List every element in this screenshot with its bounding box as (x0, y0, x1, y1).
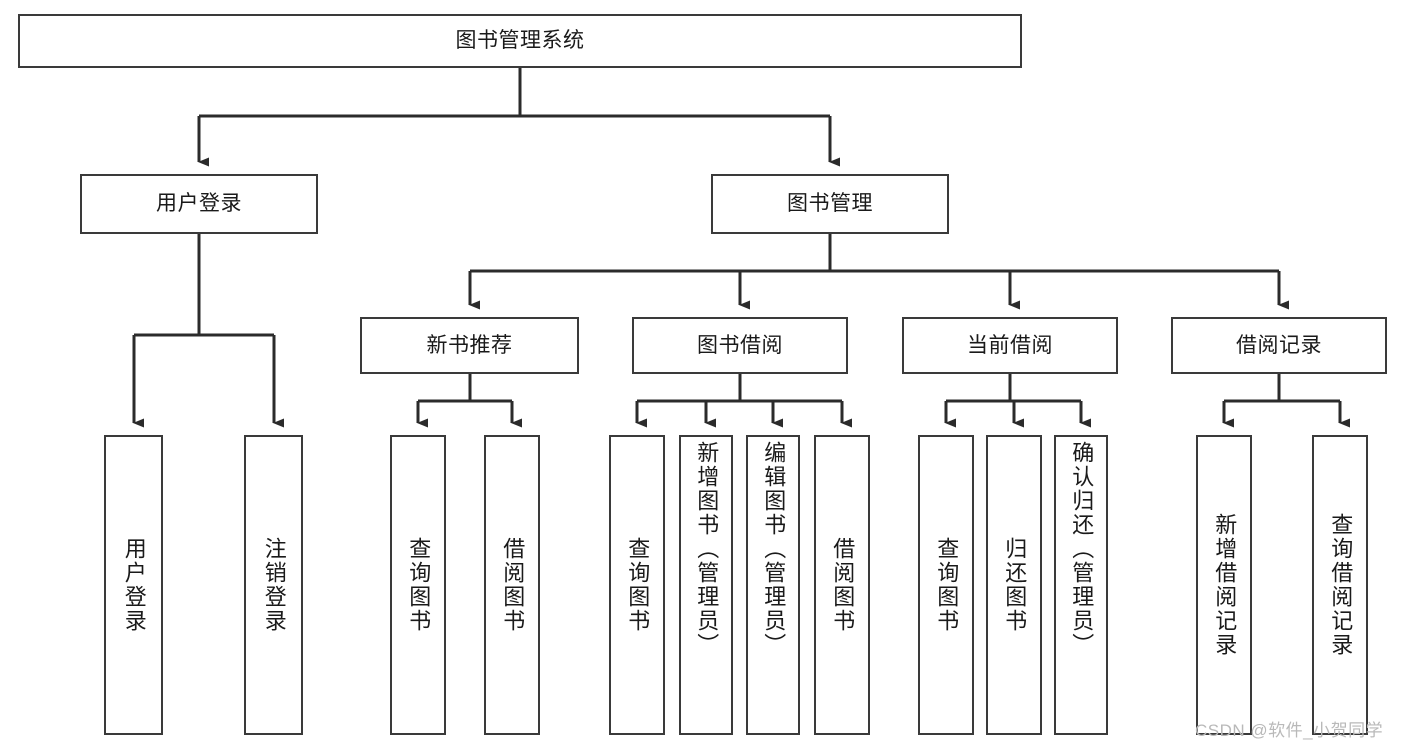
node-leaf-book-add[interactable]: 新增图书（管理员） (679, 435, 733, 735)
node-leaf-rec-query[interactable]: 查询图书 (390, 435, 446, 735)
node-label: 借阅图书 (830, 537, 856, 633)
node-label: 借阅记录 (1236, 333, 1322, 357)
node-leaf-return-book[interactable]: 归还图书 (986, 435, 1042, 735)
node-label: 借阅图书 (500, 537, 526, 633)
node-user-login[interactable]: 用户登录 (80, 174, 318, 234)
node-label: 图书借阅 (697, 333, 783, 357)
node-label: 当前借阅 (967, 333, 1053, 357)
node-label: 注销登录 (261, 537, 287, 633)
node-label: 图书管理系统 (455, 29, 585, 53)
node-label: 新增借阅记录 (1212, 513, 1238, 657)
node-leaf-borrow-query[interactable]: 查询图书 (609, 435, 665, 735)
node-leaf-record-query[interactable]: 查询借阅记录 (1312, 435, 1368, 735)
node-label: 查询图书 (934, 537, 960, 633)
node-label: 编辑图书（管理员） (761, 441, 787, 657)
node-current-borrow[interactable]: 当前借阅 (902, 317, 1118, 374)
node-book-manage[interactable]: 图书管理 (711, 174, 949, 234)
node-label: 图书管理 (787, 192, 873, 216)
watermark-text: CSDN @软件_小贺同学 (1195, 721, 1384, 740)
node-label: 查询图书 (406, 537, 432, 633)
node-leaf-confirm-return[interactable]: 确认归还（管理员） (1054, 435, 1108, 735)
node-label: 查询借阅记录 (1328, 513, 1354, 657)
node-book-borrow[interactable]: 图书借阅 (632, 317, 848, 374)
node-borrow-record[interactable]: 借阅记录 (1171, 317, 1387, 374)
node-root[interactable]: 图书管理系统 (18, 14, 1022, 68)
node-leaf-book-edit[interactable]: 编辑图书（管理员） (746, 435, 800, 735)
node-leaf-borrow-book[interactable]: 借阅图书 (814, 435, 870, 735)
node-label: 用户登录 (121, 537, 147, 633)
node-label: 用户登录 (156, 192, 242, 216)
node-label: 查询图书 (625, 537, 651, 633)
node-label: 新书推荐 (426, 333, 513, 357)
node-leaf-logout[interactable]: 注销登录 (244, 435, 303, 735)
node-new-book-rec[interactable]: 新书推荐 (360, 317, 579, 374)
node-leaf-cur-query[interactable]: 查询图书 (918, 435, 974, 735)
node-label: 确认归还（管理员） (1069, 441, 1095, 657)
node-leaf-rec-borrow[interactable]: 借阅图书 (484, 435, 540, 735)
node-leaf-record-add[interactable]: 新增借阅记录 (1196, 435, 1252, 735)
node-label: 新增图书（管理员） (694, 441, 720, 657)
node-label: 归还图书 (1002, 537, 1028, 633)
node-leaf-user-login[interactable]: 用户登录 (104, 435, 163, 735)
